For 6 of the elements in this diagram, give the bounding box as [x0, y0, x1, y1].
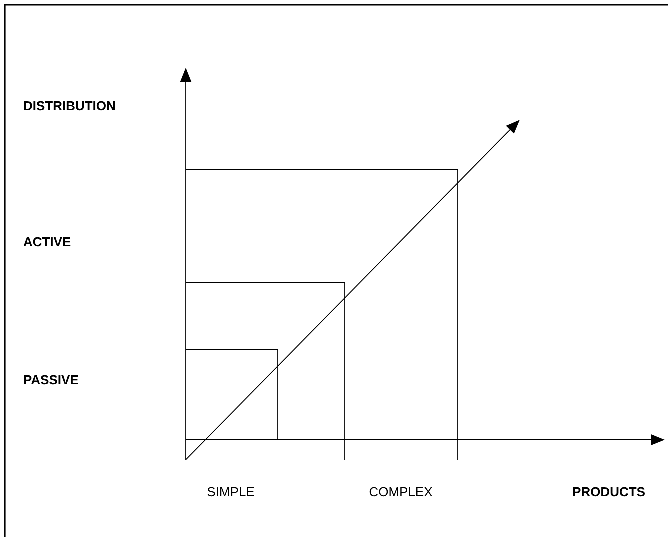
axis-label: DISTRIBUTION — [24, 101, 116, 111]
axis-label: COMPLEX — [370, 487, 433, 497]
axis-label: ACTIVE — [24, 237, 71, 247]
axis-label: PASSIVE — [24, 375, 78, 385]
axis-label: PRODUCTS — [573, 487, 645, 497]
axis-label: SIMPLE — [208, 487, 254, 497]
